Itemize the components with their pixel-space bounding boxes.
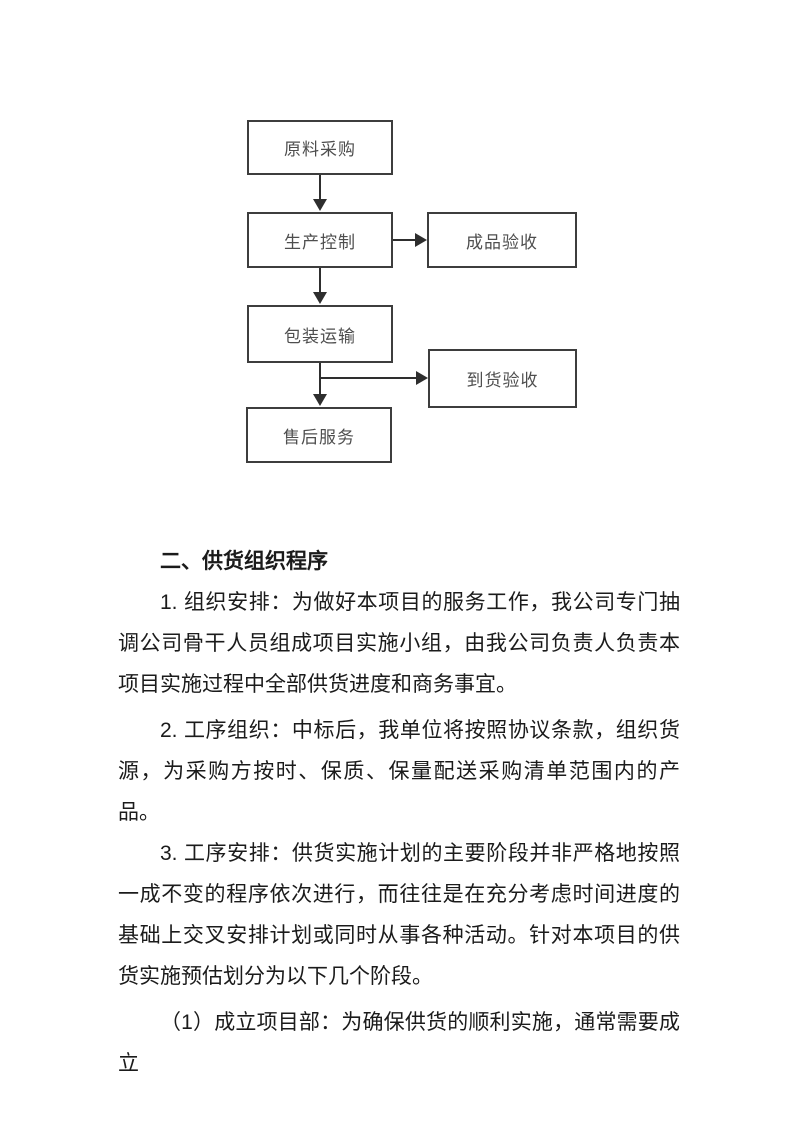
paragraph-process-arrangement: 3. 工序安排：供货实施计划的主要阶段并非严格地按照一成不变的程序依次进行，而往… [118, 842, 680, 988]
section-heading: 二、供货组织程序 [160, 550, 328, 573]
flow-box-label: 成品验收 [466, 232, 538, 252]
flow-box-raw-material-purchase: 原料采购 [247, 120, 393, 175]
flow-box-finished-product-acceptance: 成品验收 [427, 212, 577, 268]
paragraph-project-department: （1）成立项目部：为确保供货的顺利实施，通常需要成立 [118, 1011, 680, 1075]
flow-box-label: 生产控制 [284, 232, 356, 252]
flow-box-production-control: 生产控制 [247, 212, 393, 268]
flow-box-packaging-transport: 包装运输 [247, 305, 393, 363]
flow-box-label: 到货验收 [466, 371, 539, 390]
flowchart-connectors [313, 175, 428, 406]
flow-box-arrival-acceptance: 到货验收 [428, 349, 577, 408]
arrow-production-to-packaging-icon [313, 268, 327, 304]
arrow-packaging-to-after-sales-icon [313, 363, 327, 406]
paragraph-organization-arrangement: 1. 组织安排：为做好本项目的服务工作，我公司专门抽调公司骨干人员组成项目实施小… [118, 591, 680, 696]
paragraph-process-organization: 2. 工序组织：中标后，我单位将按照协议条款，组织货源，为采购方按时、保质、保量… [118, 719, 680, 824]
flow-box-label: 包装运输 [284, 326, 356, 346]
supply-process-flowchart: 原料采购 生产控制 成品验收 包装运输 到货验收 售后服务 [0, 0, 793, 500]
arrow-packaging-to-arrival-acceptance-icon [320, 371, 428, 385]
flow-box-after-sales-service: 售后服务 [246, 407, 392, 463]
flow-box-label: 原料采购 [284, 140, 356, 159]
flow-box-label: 售后服务 [283, 427, 355, 447]
arrow-raw-material-to-production-icon [313, 175, 327, 211]
arrow-production-to-finished-acceptance-icon [393, 233, 427, 247]
document-body: 二、供货组织程序 1. 组织安排：为做好本项目的服务工作，我公司专门抽调公司骨干… [118, 541, 680, 1084]
